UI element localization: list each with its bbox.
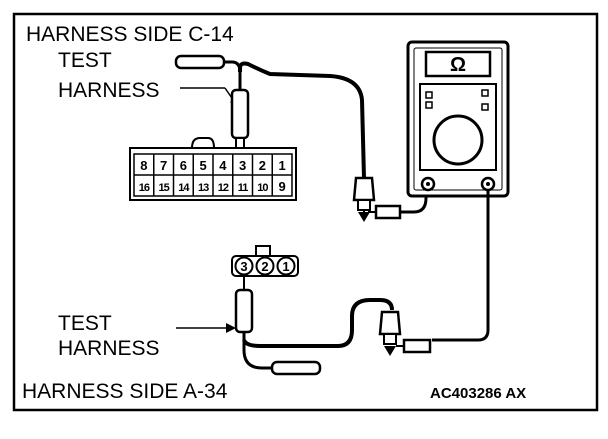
c14-pin-13: 13 bbox=[198, 182, 209, 194]
test-harness-bottom-label-line2: HARNESS bbox=[58, 337, 160, 360]
c14-pin-10: 10 bbox=[257, 182, 268, 194]
test-harness-bottom-leader bbox=[176, 323, 236, 333]
a34-pin-3: 3 bbox=[240, 259, 247, 274]
c14-pin-15: 15 bbox=[159, 182, 170, 194]
harness-side-a34-label: HARNESS SIDE A-34 bbox=[22, 380, 228, 403]
a34-pin-3-ring bbox=[234, 256, 254, 276]
a34-pin-2: 2 bbox=[261, 259, 268, 274]
c14-pin-1: 1 bbox=[279, 158, 286, 173]
c14-pin-12: 12 bbox=[218, 182, 229, 194]
a34-pin-1-ring bbox=[276, 256, 296, 276]
test-harness-bottom bbox=[234, 276, 394, 376]
c14-pin-16: 16 bbox=[139, 182, 150, 194]
meter-dial bbox=[432, 114, 484, 166]
c14-pin-3: 3 bbox=[239, 158, 246, 173]
test-harness-top-label-line1: TEST bbox=[58, 49, 112, 72]
c14-pin-8: 8 bbox=[140, 158, 147, 173]
figure-border bbox=[12, 12, 599, 412]
test-harness-top-label-line2: HARNESS bbox=[58, 79, 160, 102]
meter-probe-lower bbox=[378, 310, 432, 356]
ohm-symbol: Ω bbox=[450, 54, 466, 76]
figure-code: AC403286 AX bbox=[430, 385, 526, 402]
test-harness-bottom-label-line1: TEST bbox=[58, 312, 112, 335]
meter-probe-upper bbox=[352, 176, 430, 222]
c14-pin-6: 6 bbox=[180, 158, 187, 173]
c14-pin-14: 14 bbox=[178, 182, 190, 194]
c14-pin-7: 7 bbox=[160, 158, 167, 173]
c14-pin-9: 9 bbox=[279, 179, 286, 194]
c14-pin-11: 11 bbox=[238, 182, 249, 194]
a34-pin-2-ring bbox=[255, 256, 275, 276]
c14-pin-4: 4 bbox=[219, 158, 227, 173]
ohmmeter: Ω bbox=[406, 40, 510, 198]
c14-pin-5: 5 bbox=[200, 158, 207, 173]
harness-side-c14-label: HARNESS SIDE C-14 bbox=[26, 23, 234, 46]
meter-display bbox=[424, 50, 492, 78]
c14-pin-2: 2 bbox=[259, 158, 266, 173]
meter-lead-ohm bbox=[432, 190, 490, 342]
a34-pin-1: 1 bbox=[282, 259, 289, 274]
